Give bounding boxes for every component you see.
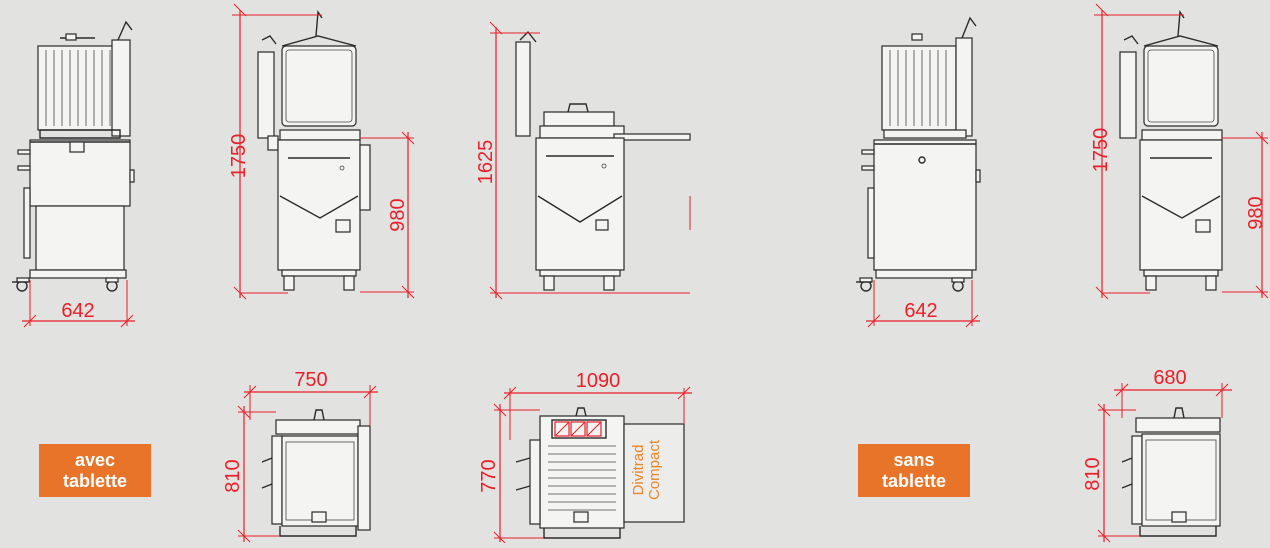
- dim-label-1090: 1090: [576, 370, 621, 392]
- dimension-1090-top-tray-extended: 1090: [503, 370, 692, 440]
- front-view-with-tray: [12, 20, 135, 292]
- dimension-680-top-without-tray: 680: [1114, 367, 1232, 418]
- with-tray-badge: avec tablette: [39, 444, 151, 497]
- dim-label-750: 750: [294, 369, 327, 391]
- dimension-750-top-with-tray: 750: [243, 369, 378, 426]
- side-view-without-tray: [1119, 9, 1223, 291]
- top-view-without-tray: [1121, 407, 1221, 537]
- dimension-642-front-with-tray: 642: [22, 280, 135, 328]
- dimension-770-top-tray-extended: 770: [478, 403, 544, 545]
- with-tray-badge-line1: avec: [74, 449, 116, 470]
- with-tray-badge-line2: tablette: [62, 470, 127, 491]
- dim-label-680: 680: [1153, 367, 1186, 389]
- dim-label-642-b: 642: [904, 300, 937, 322]
- dim-label-980-a: 980: [387, 198, 409, 231]
- without-tray-badge: sans tablette: [858, 444, 970, 497]
- dimension-1625-side-tray-extended: 1625: [475, 21, 690, 300]
- dim-label-642-a: 642: [61, 300, 94, 322]
- brand-label-line2: Compact: [646, 439, 663, 500]
- side-view-lid-open: [257, 9, 371, 291]
- dimension-980-side-with-tray: 980: [360, 131, 415, 299]
- dim-label-810-b: 810: [1082, 457, 1104, 490]
- without-tray-badge-line1: sans: [893, 449, 935, 470]
- dim-label-980-b: 980: [1245, 196, 1267, 229]
- dimension-1750-side-with-tray: 1750: [228, 3, 322, 300]
- side-view-tray-extended: [515, 30, 691, 291]
- dimension-1750-side-without-tray: 1750: [1090, 3, 1184, 300]
- dim-label-770: 770: [478, 459, 500, 492]
- dimension-810-top-without-tray: 810: [1082, 403, 1140, 543]
- dimension-810-top-with-tray: 810: [222, 405, 280, 543]
- top-view-tray-extended: Divitrad Compact: [515, 407, 685, 539]
- without-tray-badge-line2: tablette: [881, 470, 946, 491]
- dim-label-810-a: 810: [222, 459, 244, 492]
- top-view-with-tray: [261, 409, 371, 537]
- dimension-980-side-without-tray: 980: [1222, 131, 1269, 299]
- front-view-without-tray: [856, 16, 981, 292]
- brand-label-line1: Divitrad: [630, 445, 647, 496]
- dimension-642-front-without-tray: 642: [866, 280, 980, 328]
- dim-label-1750-b: 1750: [1090, 128, 1112, 173]
- dim-label-1625: 1625: [475, 140, 497, 185]
- dim-label-1750-a: 1750: [228, 134, 250, 179]
